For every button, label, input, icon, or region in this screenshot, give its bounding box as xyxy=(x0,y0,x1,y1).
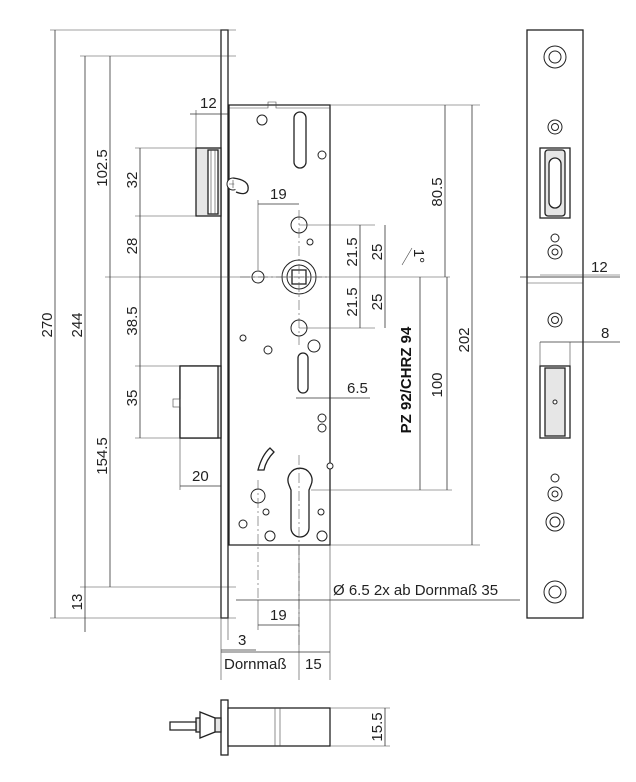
dim-6-5: 6.5 xyxy=(347,380,368,397)
lock-front-view xyxy=(172,29,334,645)
dim-21-5-lower: 21.5 xyxy=(344,287,361,316)
dim-202: 202 xyxy=(456,327,473,352)
dim-270: 270 xyxy=(39,312,56,337)
dim-13: 13 xyxy=(69,594,86,611)
dim-dornmass: Dornmaß xyxy=(224,656,287,673)
left-dimensions: 270 244 13 102.5 154.5 32 28 38.5 35 12 … xyxy=(39,29,450,632)
dim-19-top: 19 xyxy=(270,186,287,203)
dim-80-5: 80.5 xyxy=(429,177,446,206)
dim-25-lower: 25 xyxy=(369,294,386,311)
dim-20: 20 xyxy=(192,468,209,485)
cylinder-cutout xyxy=(287,467,313,538)
dim-102-5: 102.5 xyxy=(94,149,111,187)
dim-154-5: 154.5 xyxy=(94,437,111,475)
dim-angle: 1° xyxy=(410,249,427,263)
dim-21-5-upper: 21.5 xyxy=(344,237,361,266)
forend-side-view: 12 8 xyxy=(520,29,620,619)
lock-case xyxy=(228,104,331,546)
dim-35: 35 xyxy=(124,390,141,407)
screw-note: Ø 6.5 2x ab Dornmaß 35 xyxy=(333,582,498,599)
dim-8-side: 8 xyxy=(601,325,609,342)
dim-25-upper: 25 xyxy=(369,244,386,261)
right-dimensions: 19 21.5 25 21.5 25 1° 80.5 100 202 PZ 92… xyxy=(220,104,520,680)
dim-15-5: 15.5 xyxy=(369,712,386,741)
lock-top-view: 15.5 xyxy=(169,699,390,756)
dim-15: 15 xyxy=(305,656,322,673)
dim-12-top: 12 xyxy=(200,95,217,112)
torx-screw-bottom xyxy=(543,580,567,604)
dim-38-5: 38.5 xyxy=(124,306,141,335)
dim-100: 100 xyxy=(429,372,446,397)
dim-244: 244 xyxy=(69,312,86,337)
dim-19-bottom: 19 xyxy=(270,607,287,624)
forend-plate xyxy=(220,29,229,619)
dim-12-side: 12 xyxy=(591,259,608,276)
cylinder-label: PZ 92/CHRZ 94 xyxy=(398,326,415,433)
dim-28: 28 xyxy=(124,238,141,255)
torx-screw-top xyxy=(543,45,567,69)
dim-32: 32 xyxy=(124,172,141,189)
dim-3: 3 xyxy=(238,632,246,649)
